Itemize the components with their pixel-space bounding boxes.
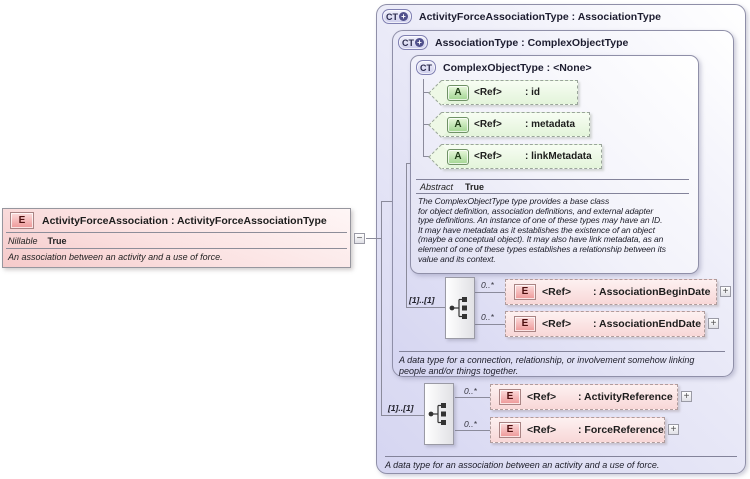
element-ref-box-associationbegindate[interactable]: E <Ref> : AssociationBeginDate (505, 279, 717, 305)
complex-type-icon: CT (416, 60, 436, 75)
expand-toggle[interactable]: + (668, 424, 679, 435)
attribute-name: : metadata (525, 119, 576, 130)
attribute-ref: <Ref> (474, 119, 502, 130)
attribute-box-id[interactable]: A <Ref> : id (441, 80, 578, 105)
element-ref-box-activityreference[interactable]: E <Ref> : ActivityReference (490, 384, 678, 410)
expand-toggle[interactable]: + (681, 391, 692, 402)
complexobjecttype-description: The ComplexObjectType type provides a ba… (418, 196, 666, 264)
base-type-title-row: CT+ AssociationType : ComplexObjectType (398, 35, 628, 50)
element-icon: E (499, 389, 521, 405)
element-header: E ActivityForceAssociation : ActivityFor… (3, 209, 350, 232)
element-name: : ActivityReference (578, 391, 673, 403)
divider (6, 232, 347, 233)
type-title: ComplexObjectType : <None> (443, 61, 592, 74)
nillable-facts-row: Nillable True (3, 233, 350, 248)
occurrence-label: 0..* (481, 312, 494, 322)
attribute-icon: A (447, 148, 469, 165)
connector-line (381, 415, 424, 416)
complex-type-icon: CT+ (382, 9, 412, 24)
derived-plus-icon: + (415, 38, 424, 47)
occurrence-label: 0..* (481, 280, 494, 290)
element-name: : ForceReference (578, 424, 664, 436)
element-description: An association between an activity and a… (8, 252, 223, 262)
root-type-title-row: CT ComplexObjectType : <None> (416, 60, 592, 75)
connector-line (473, 292, 505, 293)
attribute-ref: <Ref> (474, 151, 502, 162)
element-ref-box-forcereference[interactable]: E <Ref> : ForceReference (490, 417, 665, 443)
abstract-label: Abstract (420, 181, 454, 192)
expand-toggle[interactable]: + (708, 318, 719, 329)
attribute-name: : linkMetadata (525, 151, 592, 162)
connector-line (406, 163, 411, 164)
occurrence-label: 0..* (464, 419, 477, 429)
element-icon: E (514, 316, 536, 332)
derived-plus-icon: + (399, 12, 408, 21)
divider (6, 248, 347, 249)
nillable-value: True (47, 235, 67, 246)
connector-line (381, 201, 382, 416)
complex-type-icon: CT+ (398, 35, 428, 50)
element-ref: <Ref> (527, 424, 557, 436)
type-description: A data type for a connection, relationsh… (399, 351, 725, 376)
attribute-ref: <Ref> (474, 87, 502, 98)
element-ref: <Ref> (542, 318, 572, 330)
abstract-value: True (465, 181, 485, 192)
group-multiplicity: [1]..[1] (409, 295, 435, 305)
expand-toggle[interactable]: + (720, 286, 731, 297)
type-title: AssociationType : ComplexObjectType (435, 36, 629, 49)
type-title: ActivityForceAssociationType : Associati… (419, 10, 661, 23)
nillable-label: Nillable (8, 235, 38, 246)
element-box-activityforceassociation[interactable]: E ActivityForceAssociation : ActivityFor… (2, 208, 351, 268)
connector-line (455, 397, 490, 398)
sequence-icon[interactable] (445, 277, 475, 339)
connector-line (366, 238, 382, 239)
type-box-title-row: CT+ ActivityForceAssociationType : Assoc… (382, 9, 661, 24)
connector-line (381, 201, 392, 202)
element-icon: E (10, 212, 34, 229)
element-name: : AssociationEndDate (593, 318, 702, 330)
attribute-box-linkmetadata[interactable]: A <Ref> : linkMetadata (441, 144, 602, 169)
element-name: : AssociationBeginDate (593, 286, 711, 298)
occurrence-label: 0..* (464, 386, 477, 396)
connector-line (406, 307, 445, 308)
attribute-icon: A (447, 84, 469, 101)
element-icon: E (514, 284, 536, 300)
connector-line (455, 430, 490, 431)
element-ref-box-associationenddate[interactable]: E <Ref> : AssociationEndDate (505, 311, 705, 337)
attribute-box-metadata[interactable]: A <Ref> : metadata (441, 112, 590, 137)
element-title: ActivityForceAssociation : ActivityForce… (42, 214, 327, 227)
connector-line (406, 163, 407, 308)
element-ref: <Ref> (542, 286, 572, 298)
type-description: A data type for an association between a… (385, 456, 737, 471)
collapse-toggle[interactable]: − (354, 233, 365, 244)
connector-line (473, 324, 505, 325)
abstract-facts-row: Abstract True (416, 179, 689, 194)
attribute-name: : id (525, 87, 540, 98)
group-multiplicity: [1]..[1] (388, 403, 414, 413)
connector-line (423, 79, 424, 157)
element-icon: E (499, 422, 521, 438)
attribute-icon: A (447, 116, 469, 133)
sequence-icon[interactable] (424, 383, 454, 445)
element-ref: <Ref> (527, 391, 557, 403)
